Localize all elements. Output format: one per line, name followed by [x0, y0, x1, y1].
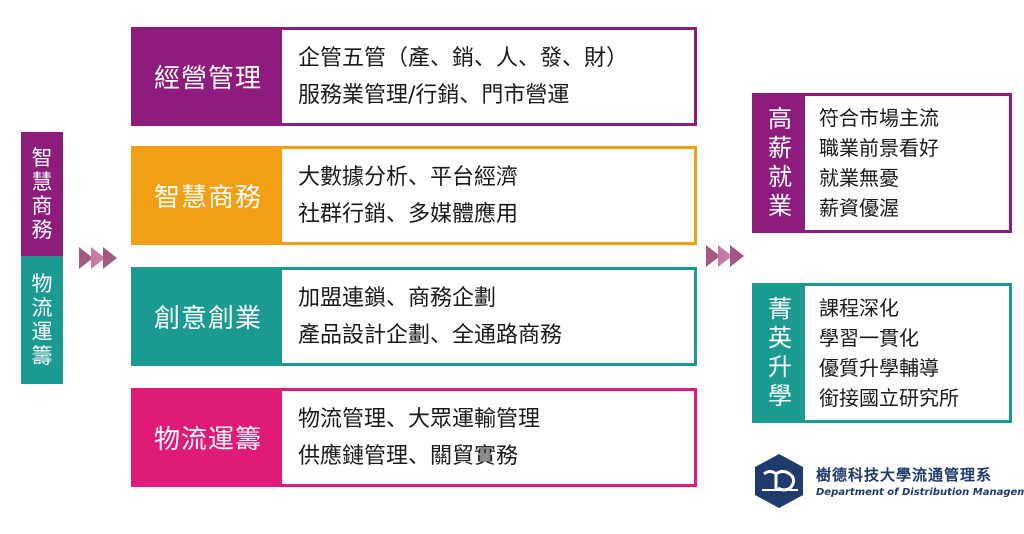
- outcome-title: 菁 英 升 學: [755, 286, 805, 420]
- outcome-item: 就業無憂: [819, 166, 899, 190]
- left-tag-char: 商: [31, 194, 53, 218]
- left-tag-char: 智: [31, 146, 53, 170]
- logo-name-en: Department of Distribution Management: [816, 487, 1024, 498]
- outcome-title-char: 高: [768, 105, 792, 133]
- outcome-title-char: 升: [768, 353, 792, 381]
- program-title: 經營管理: [134, 30, 282, 123]
- program-desc-line: 企管五管（產、銷、人、發、財）: [298, 45, 629, 71]
- program-title: 物流運籌: [134, 391, 282, 484]
- outcome-item: 符合市場主流: [819, 106, 939, 130]
- outcome-title-char: 就: [768, 163, 792, 191]
- program-title: 創意創業: [134, 270, 282, 363]
- outcome-title-char: 菁: [768, 295, 792, 323]
- outcome-item: 學習一貫化: [819, 326, 919, 350]
- program-desc-line: 加盟連鎖、商務企劃: [298, 285, 497, 311]
- left-tag-char: 慧: [31, 170, 53, 194]
- outcome-item: 職業前景看好: [819, 136, 939, 160]
- left-tag-char: 籌: [31, 344, 53, 368]
- program-box-smart-commerce: 智慧商務 大數據分析、平台經濟 社群行銷、多媒體應用: [131, 146, 697, 245]
- outcome-item: 銜接國立研究所: [819, 386, 959, 410]
- program-desc-line: 物流管理、大眾運輸管理: [298, 406, 541, 432]
- left-tag-smart-commerce: 智 慧 商 務: [21, 132, 63, 256]
- outcome-item: 優質升學輔導: [819, 356, 939, 380]
- outcome-title-char: 薪: [768, 134, 792, 162]
- outcome-title-char: 學: [768, 382, 792, 410]
- left-tag-char: 運: [31, 320, 53, 344]
- program-box-logistics: 物流運籌 物流管理、大眾運輸管理 供應鏈管理、關貿實務: [131, 388, 697, 487]
- program-box-entrepreneurship: 創意創業 加盟連鎖、商務企劃 產品設計企劃、全通路商務: [131, 267, 697, 366]
- outcome-box-further-study: 菁 英 升 學 課程深化 學習一貫化 優質升學輔導 銜接國立研究所: [752, 283, 1012, 423]
- outcome-title-char: 英: [768, 324, 792, 352]
- outcome-item: 薪資優渥: [819, 196, 899, 220]
- left-tag-char: 物: [31, 272, 53, 296]
- program-desc-line: 供應鏈管理、關貿實務: [298, 443, 519, 469]
- program-box-management: 經營管理 企管五管（產、銷、人、發、財） 服務業管理/行銷、門市營運: [131, 27, 697, 126]
- department-logo-icon: [750, 452, 808, 510]
- program-title: 智慧商務: [134, 149, 282, 242]
- outcome-title-char: 業: [768, 192, 792, 220]
- right-arrows-icon: [706, 245, 744, 267]
- program-desc-line: 產品設計企劃、全通路商務: [298, 322, 563, 348]
- left-tag-logistics: 物 流 運 籌: [21, 256, 63, 384]
- left-tag-char: 務: [31, 218, 53, 242]
- left-tag-char: 流: [31, 296, 53, 320]
- outcome-title: 高 薪 就 業: [755, 96, 805, 230]
- program-desc-line: 社群行銷、多媒體應用: [298, 201, 519, 227]
- outcome-item: 課程深化: [819, 296, 899, 320]
- program-desc-line: 大數據分析、平台經濟: [298, 164, 519, 190]
- logo-name-zh: 樹德科技大學流通管理系: [816, 466, 993, 484]
- program-desc-line: 服務業管理/行銷、門市營運: [298, 82, 570, 108]
- outcome-box-employment: 高 薪 就 業 符合市場主流 職業前景看好 就業無憂 薪資優渥: [752, 93, 1012, 233]
- left-arrows-icon: [79, 247, 117, 269]
